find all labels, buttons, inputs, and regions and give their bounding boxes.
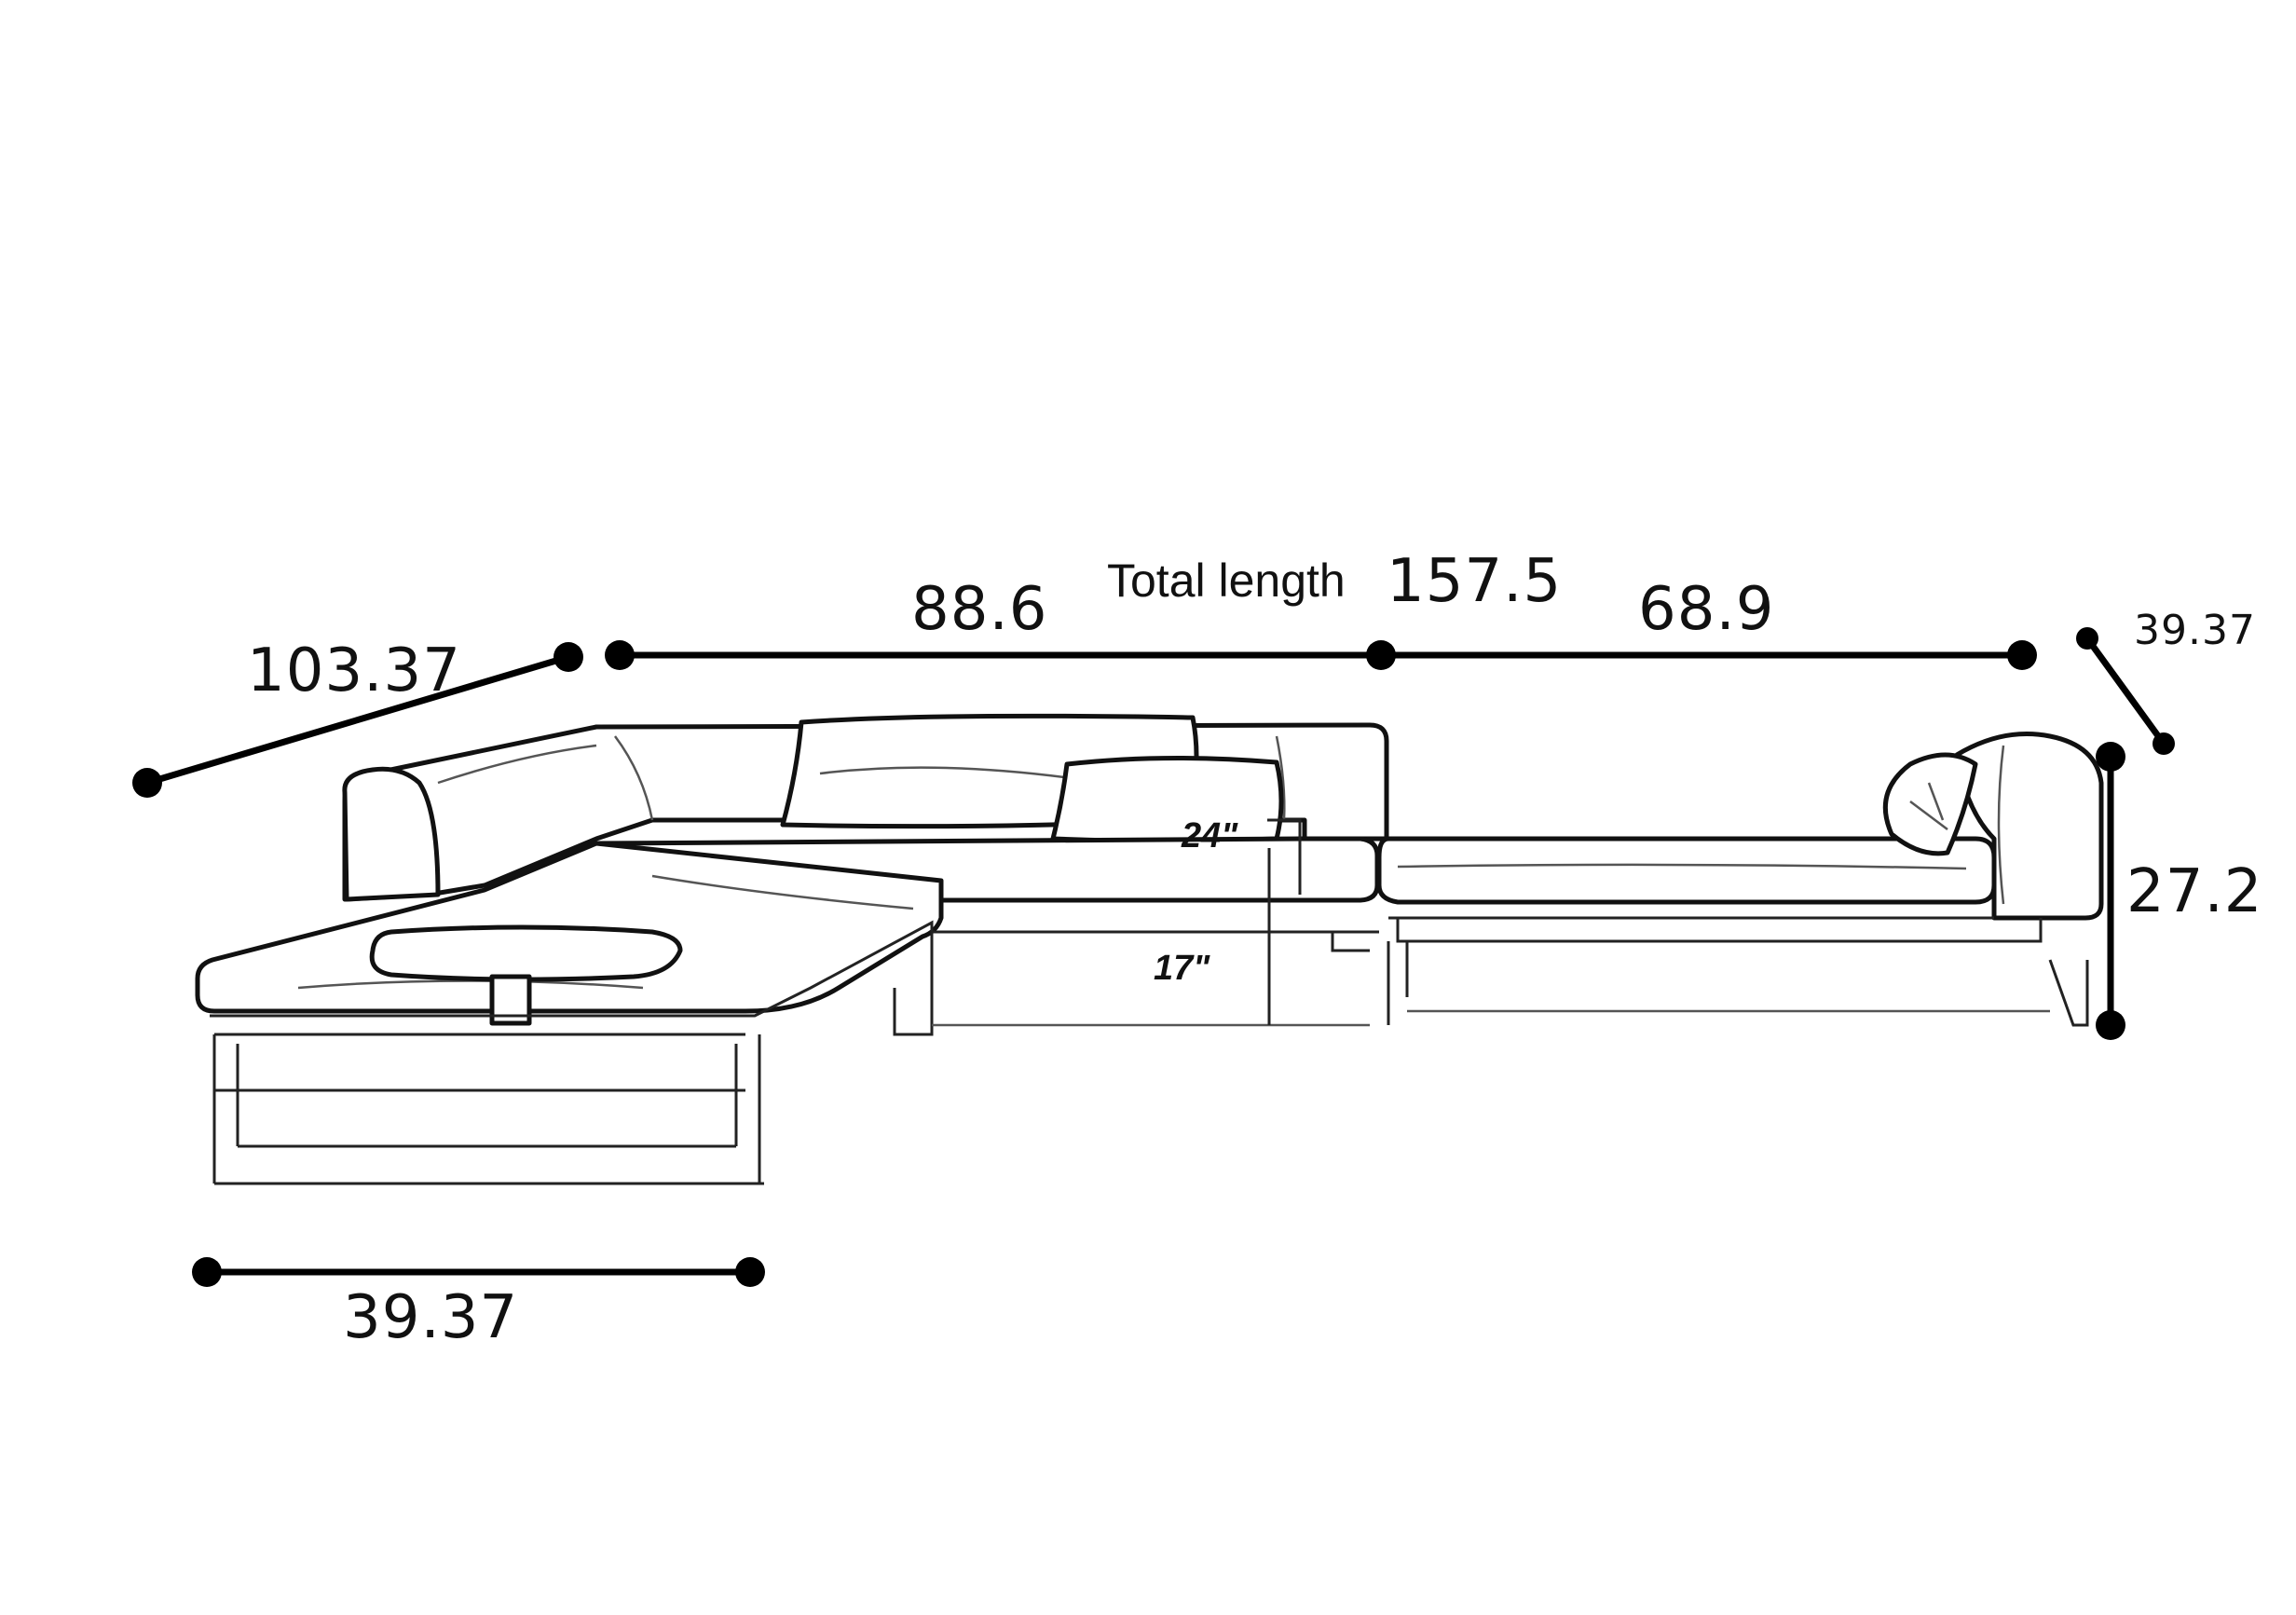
dot <box>1366 640 1396 670</box>
throw-pillow-2 <box>1050 755 1284 843</box>
back-fold-1 <box>437 744 597 785</box>
back-fold-2 <box>613 735 654 821</box>
chaise-rear-leg <box>893 979 934 1036</box>
dot <box>192 1257 222 1287</box>
dot <box>2096 742 2125 772</box>
arm-left <box>342 766 441 902</box>
label-height: 27.2 <box>2126 857 2263 926</box>
throw-pillow-3 <box>1882 752 1978 856</box>
dot <box>735 1257 765 1287</box>
chaise-legs <box>212 1034 761 1184</box>
label-depth-left: 103.37 <box>247 636 461 705</box>
label-total-value: 157.5 <box>1387 547 1563 616</box>
dot <box>2007 640 2037 670</box>
label-left-section: 88.6 <box>911 575 1048 644</box>
left-sofa-section <box>195 713 1389 1185</box>
back-fold-3 <box>1275 735 1286 821</box>
label-total-caption: Total length <box>1107 554 1346 607</box>
label-back-height: 24" <box>1182 816 1238 855</box>
back-height-guide <box>1267 818 1302 895</box>
seat-right-fold <box>1397 863 1967 870</box>
dimline-depth-left <box>144 653 572 787</box>
arm-right <box>1954 732 2104 921</box>
dimline-depth-right <box>2084 635 2167 747</box>
chaise-fold-1 <box>651 874 914 910</box>
seat-right <box>1376 836 1997 905</box>
label-right-section: 68.9 <box>1638 575 1775 644</box>
label-seat-height: 17" <box>1154 949 1210 988</box>
label-chaise-width: 39.37 <box>343 1283 519 1352</box>
dot <box>2076 627 2098 650</box>
left-long-base <box>930 930 1379 979</box>
arm-right-fold <box>1997 745 2005 905</box>
pillow-fold-1 <box>819 766 1073 780</box>
chaise-frame-front <box>214 1033 764 1185</box>
right-base <box>1388 916 2043 943</box>
right-sofa-section <box>1376 732 2104 1027</box>
dot <box>2096 1010 2125 1040</box>
dot <box>554 642 583 672</box>
dimension-lines <box>132 627 2175 1287</box>
pillow3-fold <box>1909 782 1948 830</box>
dot <box>605 640 635 670</box>
tray-top <box>369 924 683 982</box>
right-legs <box>1387 941 2089 1027</box>
label-depth-right: 39.37 <box>2134 607 2256 654</box>
dot <box>2152 732 2175 755</box>
dot <box>132 768 162 798</box>
